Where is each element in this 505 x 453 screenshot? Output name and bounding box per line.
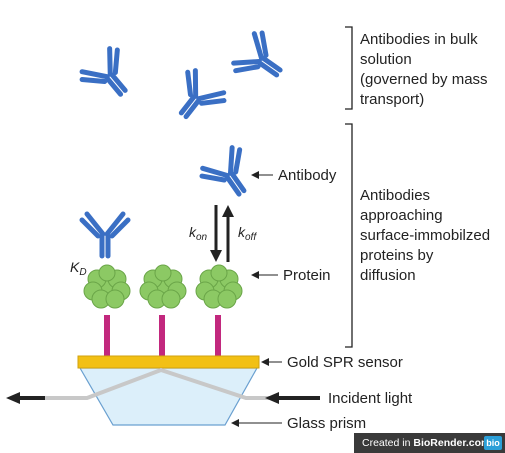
antibody-approaching <box>199 145 261 206</box>
linker-2 <box>159 315 165 357</box>
bulk-label-line3: (governed by mass <box>360 71 488 88</box>
protein-2 <box>139 264 187 309</box>
bulk-label-line4: transport) <box>360 91 424 108</box>
outgoing-light-arrowhead <box>6 392 20 404</box>
antibody-bulk-2 <box>166 68 228 129</box>
kd-label: KD <box>70 259 87 278</box>
approach-label-line2: approaching <box>360 207 443 224</box>
approach-label-line3: surface-immobilzed <box>360 227 490 244</box>
koff-arrowhead <box>222 205 234 217</box>
kon-arrowhead <box>210 250 222 262</box>
biorender-badge[interactable]: Created in BioRender.com bio <box>354 433 505 453</box>
antibody-bulk-1 <box>78 45 140 107</box>
linker-3 <box>215 315 221 357</box>
incident-light-arrowhead <box>265 392 279 404</box>
approach-bracket <box>345 123 353 348</box>
koff-label: koff <box>238 224 257 243</box>
biorender-logo-icon: bio <box>484 436 502 450</box>
bulk-label-line2: solution <box>360 51 412 68</box>
glass-prism <box>78 367 259 426</box>
incident-light-label: Incident light <box>328 390 413 407</box>
kon-label: kon <box>189 224 208 243</box>
bulk-bracket <box>345 26 353 110</box>
gold-sensor-label: Gold SPR sensor <box>287 354 403 371</box>
badge-text: Created in BioRender.com <box>362 437 490 449</box>
antibody-label: Antibody <box>278 167 337 184</box>
glass-prism-label: Glass prism <box>287 415 366 432</box>
approach-label-line5: diffusion <box>360 267 416 284</box>
approach-label-line4: proteins by <box>360 247 434 264</box>
badge-brand: BioRender.com <box>413 437 491 449</box>
approach-label-line1: Antibodies <box>360 187 430 204</box>
badge-prefix: Created in <box>362 437 414 449</box>
bulk-label-line1: Antibodies in bulk <box>360 31 478 48</box>
protein-label: Protein <box>283 267 331 284</box>
protein-1 <box>83 264 131 309</box>
antibody-bulk-3 <box>231 30 292 92</box>
linker-1 <box>104 315 110 357</box>
protein-3 <box>195 264 243 309</box>
gold-sensor <box>77 355 260 369</box>
antibody-bound <box>82 214 128 256</box>
